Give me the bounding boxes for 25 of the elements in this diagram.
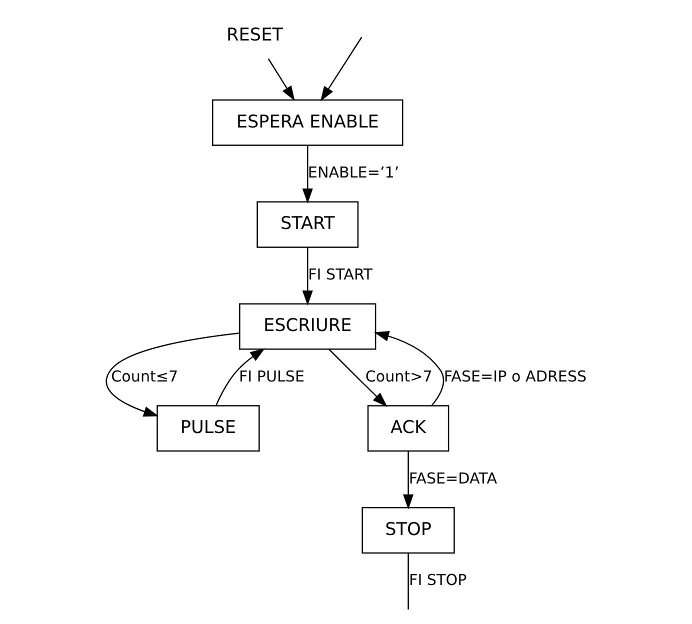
edge-label: Count>7 [364,367,432,386]
edge-label: FI START [308,265,372,284]
arrow [105,332,239,417]
edge-label: FI PULSE [238,367,304,386]
arrow [402,451,414,510]
arrow [215,348,265,406]
node-box: ESPERA ENABLE [211,99,403,146]
arrow [267,58,294,102]
edge-label: FASE=IP o ADRESS [443,367,586,386]
connector [407,553,408,610]
node-box: STOP [361,507,454,554]
arrow [302,247,312,306]
edge-label: ENABLE=’1’ [307,163,399,182]
node-box: START [256,201,358,248]
arrow [373,331,444,406]
node-box: ESCRIURE [238,303,376,350]
edge-label: Count≤7 [110,367,178,386]
arrow [328,348,387,407]
node-text: RESET [226,25,282,46]
arrow [302,145,312,204]
node-box: ACK [366,405,449,452]
edge-label: FI STOP [408,571,466,590]
arrow [320,36,362,102]
edge-label: FASE=DATA [408,469,497,488]
node-box: PULSE [156,405,260,452]
